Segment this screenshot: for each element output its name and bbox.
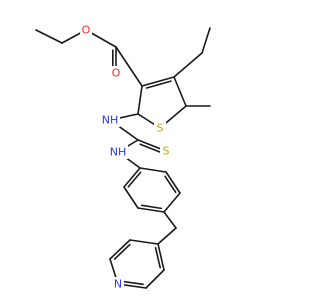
bond-b3-b4 xyxy=(163,192,181,213)
bond-r4a-r4b xyxy=(201,27,211,54)
bond-b4-b5 xyxy=(137,207,165,213)
bond-double-p1-p2 xyxy=(154,247,161,269)
bond-p6-p1 xyxy=(129,239,159,245)
atom-label-o_carbonyl: O xyxy=(112,67,121,80)
bond-b4-ch2 xyxy=(163,211,177,229)
atom-background-nh_1 xyxy=(100,113,120,127)
molecule-structure: O O S NH NH S N xyxy=(35,23,211,291)
atom-label-layer: O O S NH NH S N xyxy=(80,23,172,291)
atom-label-nh_1: NH xyxy=(102,114,119,127)
bond-c4-r4a xyxy=(173,52,203,78)
bond-layer xyxy=(35,27,211,289)
atom-label-s_ring: S xyxy=(157,122,164,135)
bond-double-p5-p6 xyxy=(113,243,131,260)
bond-p1-p2 xyxy=(157,243,165,271)
bond-double-b6-b1 xyxy=(127,171,142,188)
atom-background-o_ester xyxy=(80,23,92,37)
bond-double-c3-c4 xyxy=(145,80,172,89)
bond-c3-c4 xyxy=(141,76,175,87)
bond-c2-c3 xyxy=(137,85,143,115)
atom-background-n_pyridine xyxy=(112,277,124,291)
bond-b2-b3 xyxy=(165,171,181,194)
bond-b6-b1 xyxy=(123,167,141,188)
atom-background-s_ring xyxy=(154,121,166,135)
bond-double-b2-b3 xyxy=(164,175,177,194)
atom-label-n_pyridine: N xyxy=(114,278,122,291)
bond-p5-p6 xyxy=(109,239,131,260)
bond-cC-c3 xyxy=(115,46,143,87)
bond-c4-c5 xyxy=(173,76,187,107)
atom-background-s_thio xyxy=(160,144,172,158)
bond-b5-b6 xyxy=(123,186,139,209)
bond-double-b4-b5 xyxy=(140,204,163,210)
atom-background-o_carbonyl xyxy=(110,66,122,80)
bond-double-cT-sT xyxy=(139,143,163,154)
atom-label-s_thio: S xyxy=(163,145,170,158)
bond-double-p3-p4 xyxy=(121,280,144,286)
atom-label-nh_2: NH xyxy=(110,146,127,159)
bond-b1-b2 xyxy=(139,167,167,173)
bond-ch2-p1 xyxy=(157,227,177,245)
atom-background-nh_2 xyxy=(108,145,128,159)
atom-label-o_ester: O xyxy=(82,24,91,37)
bond-p2-p3 xyxy=(145,269,165,289)
bond-ethA-ethB xyxy=(35,29,63,44)
